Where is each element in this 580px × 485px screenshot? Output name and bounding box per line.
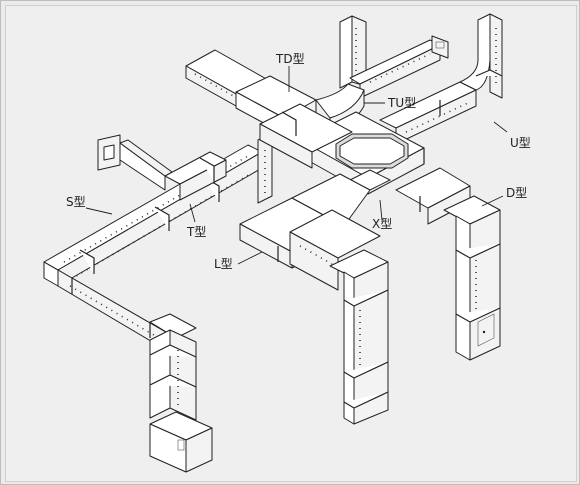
label-t: T型 xyxy=(186,225,206,239)
label-u: U型 xyxy=(510,136,531,150)
duct-center-upper xyxy=(259,103,353,169)
label-td: TD型 xyxy=(275,52,305,66)
label-d: D型 xyxy=(506,186,527,200)
label-l: L型 xyxy=(214,257,233,271)
duct-t-type xyxy=(164,132,273,204)
duct-d-type xyxy=(395,167,501,361)
duct-l-type xyxy=(239,173,389,425)
wall-inlet xyxy=(97,134,173,191)
label-s: S型 xyxy=(66,195,86,209)
duct-u-type xyxy=(379,13,503,145)
label-tu: TU型 xyxy=(387,96,416,110)
leader-lines xyxy=(85,66,508,265)
duct-s-type xyxy=(43,144,263,473)
label-x: X型 xyxy=(372,217,392,231)
